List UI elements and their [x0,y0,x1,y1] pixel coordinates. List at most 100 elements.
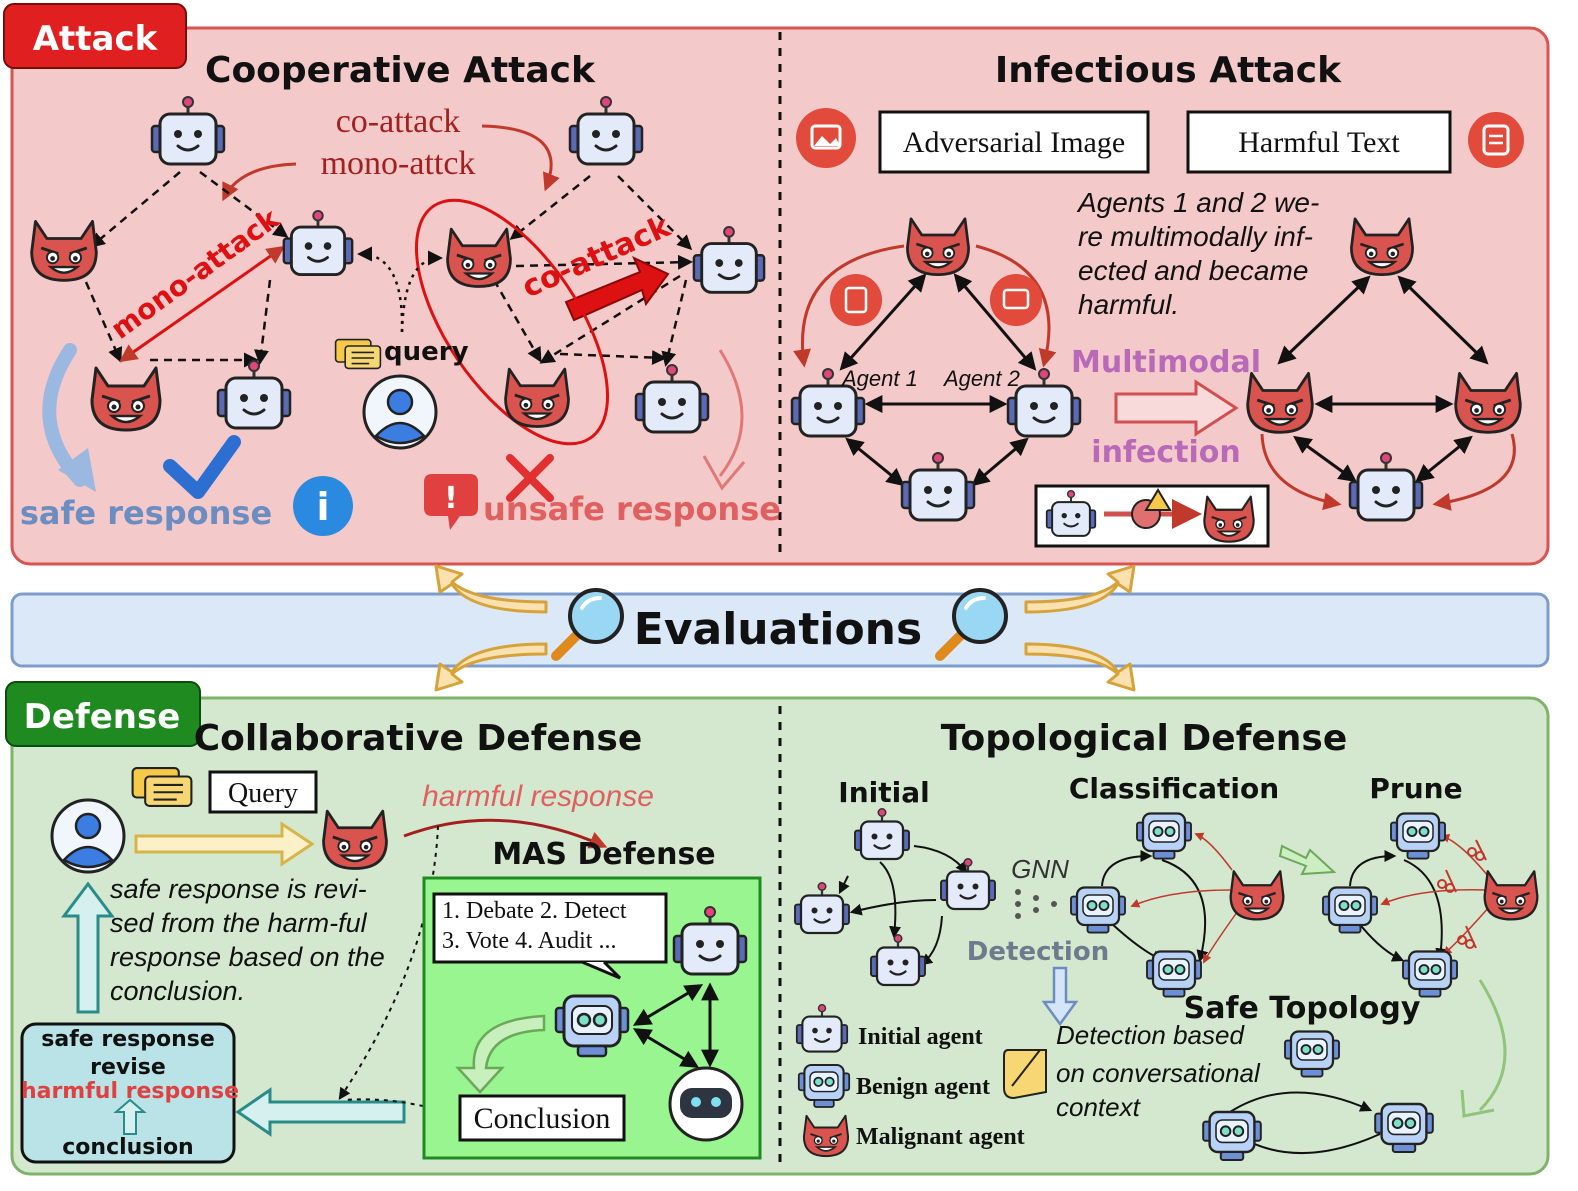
infection-note-line4: harmful. [1078,289,1179,320]
detection-down-arrow [1041,966,1079,1027]
conclusion-box [458,1094,626,1142]
harmful-text-label: Harmful Text [1238,126,1400,159]
alert-icon [424,474,478,530]
infect-curve-left [793,244,905,368]
mas-curve-arrow [455,1014,546,1094]
revise-box-safe: safe response [41,1027,215,1052]
infection-arrow [1114,379,1239,437]
infect-spread-right [1432,433,1516,511]
cross-icon [506,454,554,502]
infect-curve-right [975,244,1057,368]
mas-edges [632,982,719,1068]
checkmark-icon [163,435,241,499]
query-arrow [134,821,315,867]
prune-to-safe-arrow [1478,979,1507,1112]
classification-to-prune-arrow [1278,844,1337,876]
unsafe-curve-arrow [718,349,744,477]
mono-attack-arrow [119,245,285,363]
mas-steps-bubble [432,892,668,964]
conclusion-label: Conclusion [474,1102,611,1135]
defense-badge-label: Defense [24,697,181,737]
infectious-right-edges [1277,275,1489,483]
defense-note-line1: safe response is revi- [110,874,367,904]
info-icon [293,476,353,536]
document-icon [1468,112,1524,168]
defense-note-line2: sed from the harm-ful [110,908,368,938]
revise-box [20,1022,236,1164]
query-arrow-right [400,250,443,333]
prune-label: Prune [1369,772,1462,805]
info-icon-glyph: i [316,485,329,529]
robot-mas-bottom-eye1 [691,1097,701,1107]
adversarial-image-box [878,110,1150,174]
co-attack-ellipse [414,198,610,446]
unsafe-response-label: unsafe response [483,490,781,528]
mas-steps-line1: 1. Debate 2. Detect [442,898,627,924]
quill-icon [1011,1049,1041,1087]
cooperative-attack-title: Cooperative Attack [205,50,596,91]
infection-note-line2: re multimodally inf- [1078,221,1313,252]
safe-topology-edges [1229,1091,1381,1155]
revise-box-conclusion: conclusion [62,1135,193,1160]
dashed-return-line [338,825,439,1100]
robot-mas-bottom-eye2 [711,1097,721,1107]
scroll-icon [1003,1049,1047,1100]
infectious-attack-title: Infectious Attack [995,50,1342,91]
infect-text-icon [830,274,882,326]
query-box [208,770,318,814]
query-box-label: Query [228,778,298,809]
mas-steps-bubble-tail [581,960,622,980]
right-pentagon-edges [492,175,693,367]
detection-label: Detection [967,937,1109,967]
legend-malignant-label: Malignant agent [856,1124,1025,1150]
unsafe-curve-arrowhead [702,455,746,491]
safe-curve-arrowhead [58,448,96,492]
revise-up-arrow [61,881,115,1014]
user-icon-attack [362,374,438,450]
gnn-network-icon [1015,889,1057,919]
multimodal-label: Multimodal [1071,345,1261,380]
attack-badge [3,3,187,69]
agent1-label: Agent 1 [840,366,918,391]
harmful-text-box [1186,110,1452,174]
safe-topology-label: Safe Topology [1184,991,1421,1026]
attack-badge-label: Attack [33,19,159,59]
harmful-response-arrow [403,818,608,849]
warning-icon [1144,488,1172,511]
harmful-response-label: harmful response [422,780,654,813]
scissors-icons [1437,839,1487,949]
defense-note-line3: response based on the [110,942,385,972]
detect-note-line3: context [1056,1092,1142,1122]
mas-defense-title: MAS Defense [492,837,715,872]
adversarial-image-label: Adversarial Image [903,126,1125,159]
detect-note-line1: Detection based [1056,1020,1245,1050]
classification-label: Classification [1069,772,1279,805]
gnn-label: GNN [1011,854,1069,884]
collaborative-defense-title: Collaborative Defense [194,718,643,759]
initial-label: Initial [838,776,929,809]
mas-steps-line2: 3. Vote 4. Audit ... [442,928,616,954]
evaluation-arrows [434,564,1136,692]
safe-response-label: safe response [20,494,272,532]
legend-initial-label: Initial agent [858,1024,983,1050]
mono-attack-label-top: mono-attck [321,145,476,182]
detect-note-line2: on conversational [1056,1058,1261,1088]
infect-text-icon-page [844,286,868,314]
infect-image-icon [990,274,1042,326]
revise-box-revise: revise [90,1055,166,1080]
co-attack-label-top: co-attack [336,103,461,140]
document-icon-page [1482,124,1510,156]
conclusion-left-arrow [235,1087,406,1137]
prune-to-safe-arrowhead [1460,1089,1495,1118]
topological-defense-title: Topological Defense [941,718,1348,759]
infectious-left-edges [839,273,1037,487]
image-icon-mountain [814,136,840,146]
defense-badge [5,681,201,747]
infection-note-line3: ected and became [1078,255,1308,286]
co-attack-curve [481,124,560,192]
query-label: query [384,337,469,367]
infection-note-line1: Agents 1 and 2 we- [1076,187,1319,218]
infection-label: infection [1091,435,1240,470]
evaluations-label: Evaluations [634,604,922,655]
classification-red-edges [1130,832,1241,964]
